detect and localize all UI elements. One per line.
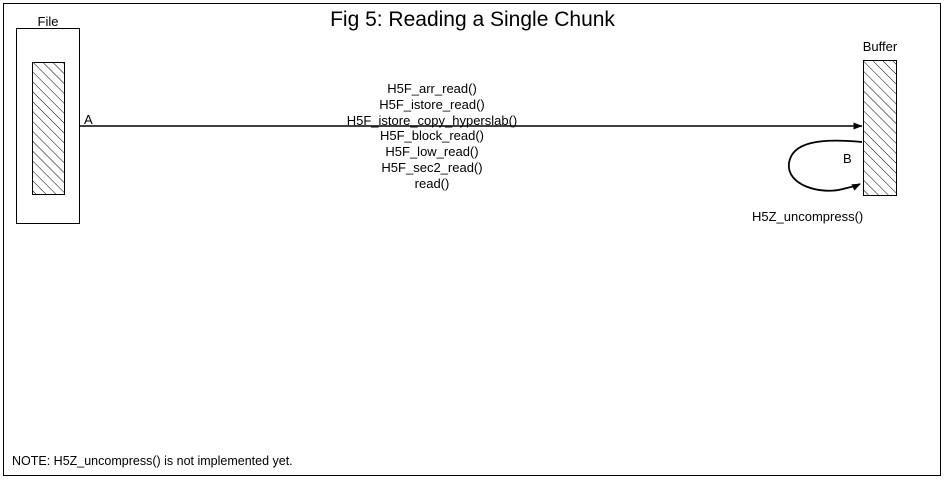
buffer-box-hatched <box>863 60 897 196</box>
call-stack-line: read() <box>414 175 450 191</box>
call-stack-line: H5F_arr_read() <box>387 81 477 96</box>
figure-outer-border <box>3 3 941 476</box>
call-stack-line: H5F_low_read() <box>385 144 479 160</box>
call-stack-line: H5F_istore_copy_hyperslab() <box>346 112 518 128</box>
figure-note: NOTE: H5Z_uncompress() is not implemente… <box>12 454 293 468</box>
buffer-label: Buffer <box>862 39 898 54</box>
call-stack-line: H5F_block_read() <box>379 128 485 144</box>
edge-marker-b: B <box>843 151 852 166</box>
call-stack-labels: H5F_arr_read() H5F_istore_read() H5F_ist… <box>332 81 532 192</box>
figure-title: Fig 5: Reading a Single Chunk <box>330 8 615 31</box>
call-stack-line: H5F_istore_read() <box>379 96 485 112</box>
edge-marker-a: A <box>84 112 93 127</box>
file-label: File <box>37 14 59 29</box>
file-chunk-hatched <box>32 62 65 195</box>
call-stack-line: H5F_sec2_read() <box>381 159 483 175</box>
self-loop-arrow <box>788 139 863 192</box>
self-loop-label: H5Z_uncompress() <box>752 209 864 224</box>
